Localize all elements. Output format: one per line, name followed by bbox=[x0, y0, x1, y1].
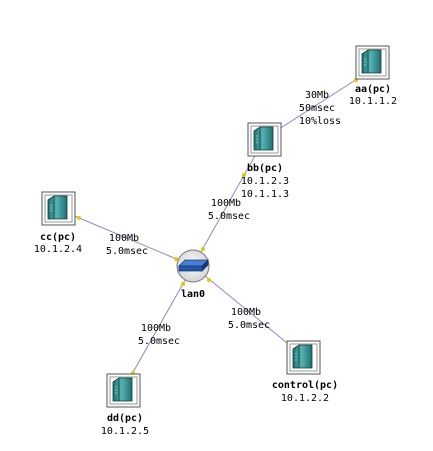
node-dd[interactable]: dd(pc) 10.1.2.5 bbox=[101, 373, 149, 437]
pc-icon bbox=[355, 45, 390, 80]
node-cc[interactable]: cc(pc) 10.1.2.4 bbox=[34, 191, 82, 255]
node-name: bb(pc) bbox=[247, 163, 283, 174]
node-ip: 10.1.1.3 bbox=[241, 189, 289, 200]
link-label-lan0-cc: 100Mb 5.0msec bbox=[106, 233, 148, 257]
link-lan0-cc[interactable] bbox=[57, 208, 194, 267]
node-ip: 10.1.2.4 bbox=[34, 244, 82, 255]
node-name: aa(pc) bbox=[355, 84, 391, 95]
link-lan0-bb[interactable] bbox=[192, 137, 266, 267]
pc-icon bbox=[247, 122, 282, 157]
node-control[interactable]: control(pc) 10.1.2.2 bbox=[272, 340, 338, 404]
pc-icon bbox=[106, 373, 141, 408]
link-label-lan0-dd: 100Mb 5.0msec bbox=[138, 323, 180, 347]
node-name: control(pc) bbox=[272, 380, 338, 391]
node-ip: 10.1.2.5 bbox=[101, 426, 149, 437]
link-label-lan0-bb: 100Mb 5.0msec bbox=[208, 198, 250, 222]
node-ip: 10.1.2.2 bbox=[281, 393, 329, 404]
node-name: lan0 bbox=[181, 289, 205, 300]
link-label-lan0-control: 100Mb 5.0msec bbox=[228, 307, 270, 331]
link-label-bb-aa: 30Mb 50msec 10%loss bbox=[299, 90, 341, 127]
pc-icon bbox=[286, 340, 321, 375]
node-lan0[interactable]: lan0 bbox=[176, 249, 210, 300]
node-ip: 10.1.1.2 bbox=[349, 96, 397, 107]
node-name: dd(pc) bbox=[107, 413, 143, 424]
node-aa[interactable]: aa(pc) 10.1.1.2 bbox=[349, 45, 397, 107]
node-bb[interactable]: bb(pc) 10.1.2.3 10.1.1.3 bbox=[241, 122, 289, 200]
node-name: cc(pc) bbox=[40, 232, 76, 243]
pc-icon bbox=[41, 191, 76, 226]
node-ip: 10.1.2.3 bbox=[241, 176, 289, 187]
